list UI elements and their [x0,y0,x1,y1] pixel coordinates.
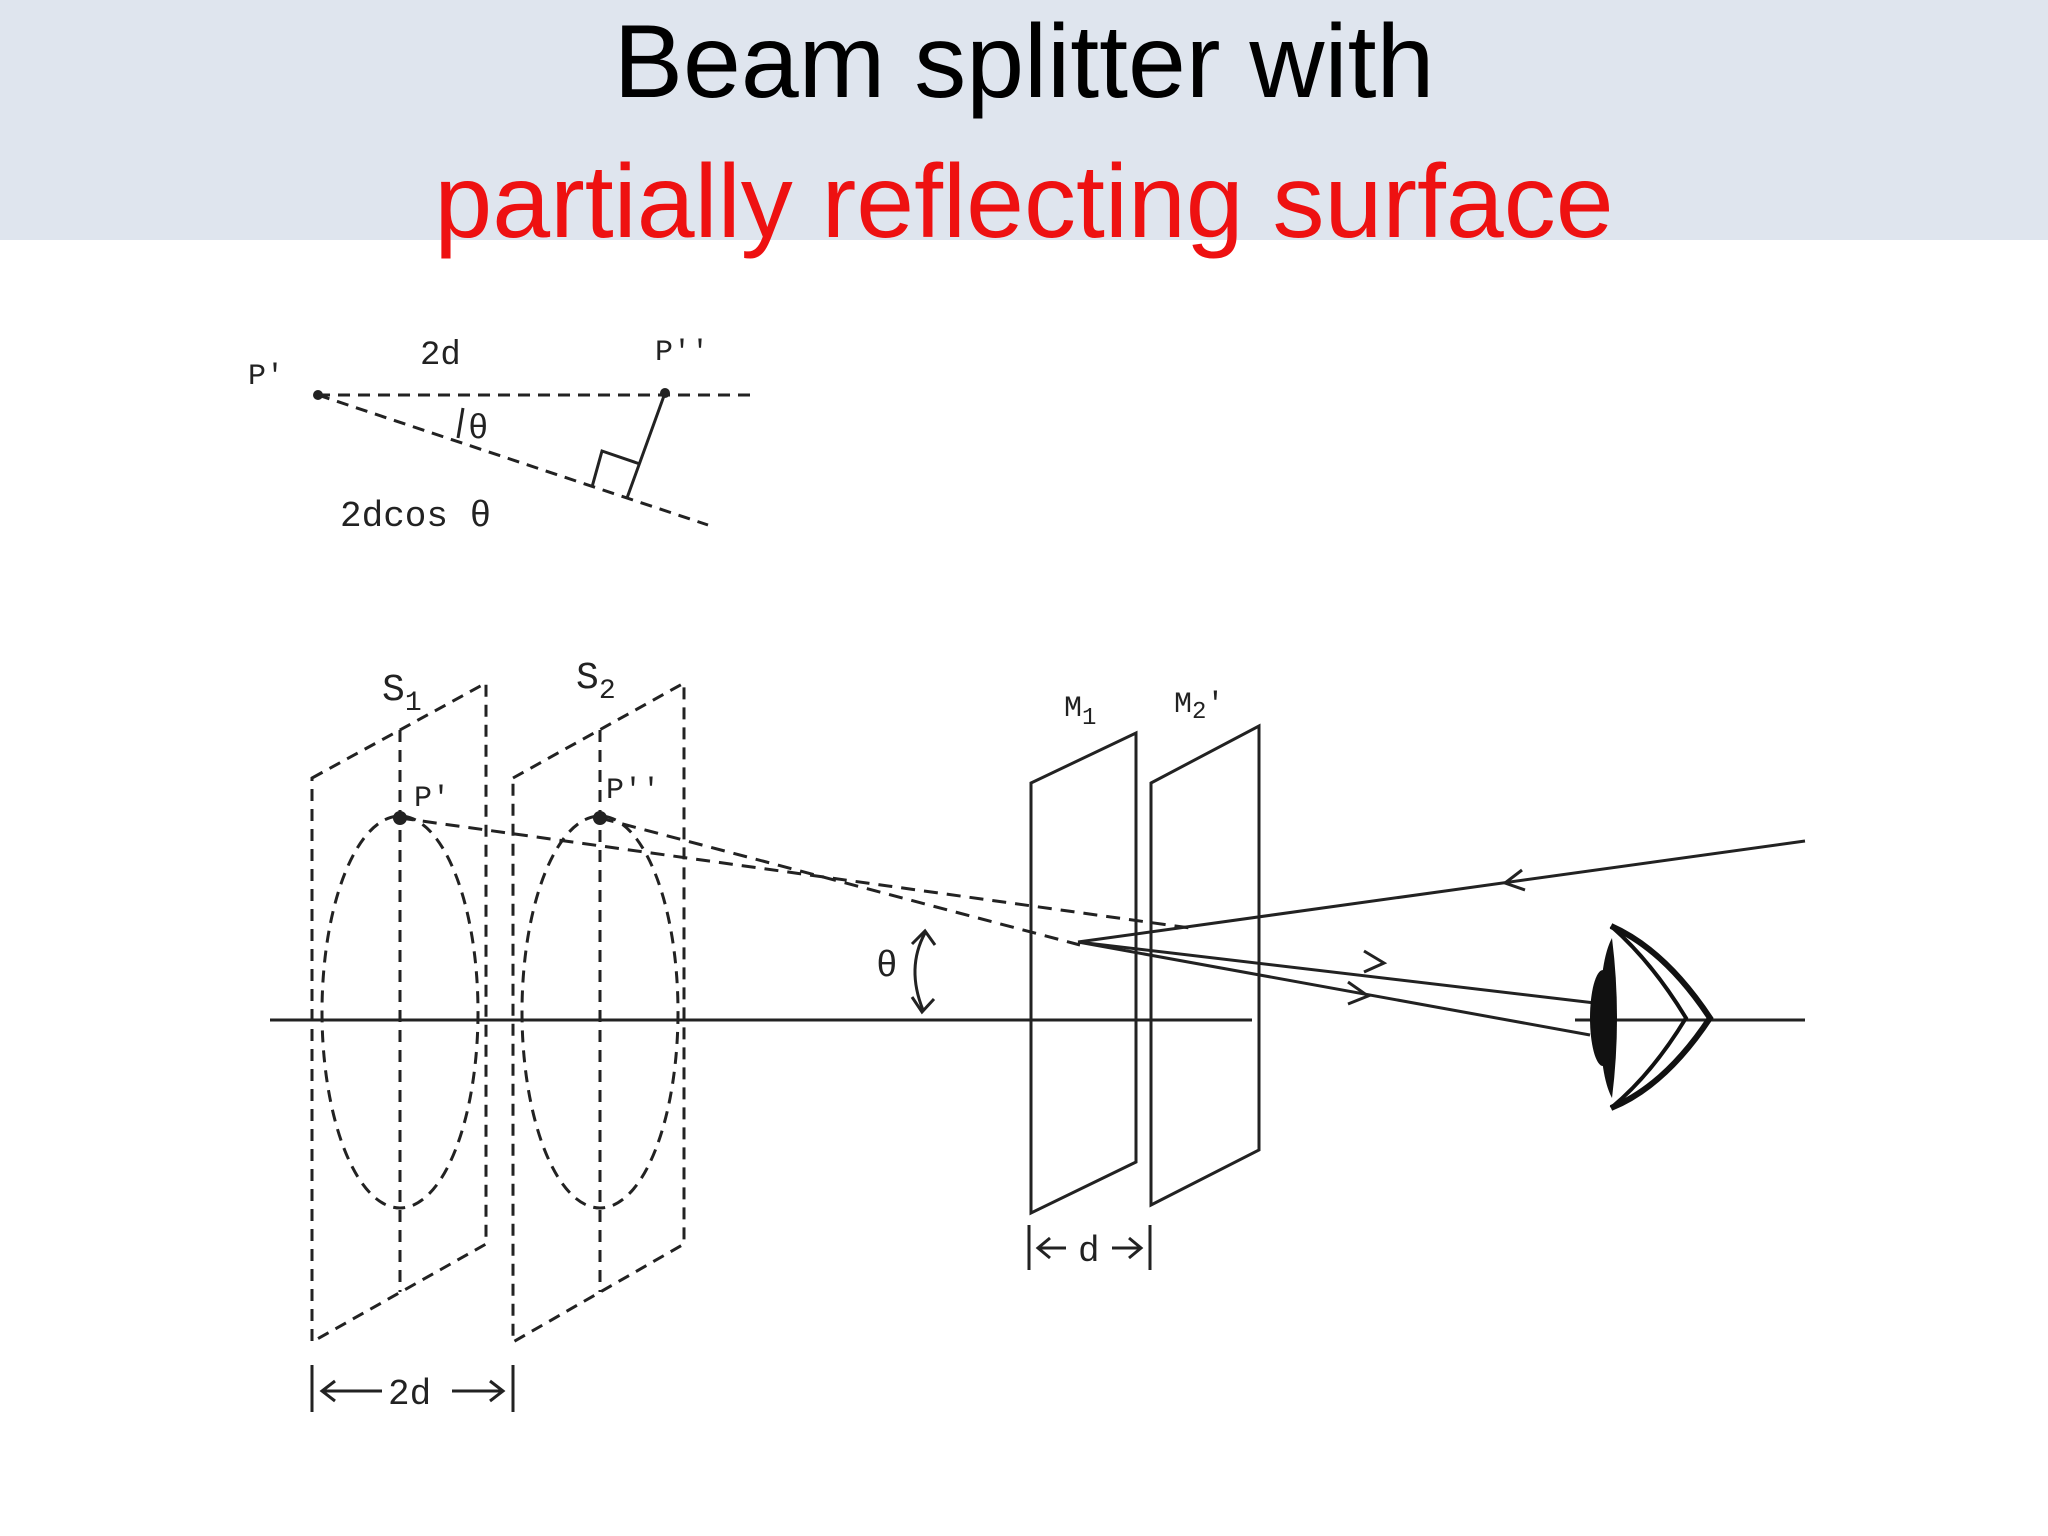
incoming-ray [1077,839,1806,944]
inset-theta-label: θ [468,411,488,449]
inset-slanted-dashed [317,393,709,527]
s2-plane [511,680,686,1345]
ray-arrowheads [1347,868,1526,1006]
d-label: d [1078,1231,1100,1272]
inset-perpendicular [625,392,667,499]
slide-title-line1: Beam splitter with [613,4,1435,120]
theta-indicator [910,928,937,1015]
mirror-m2-prime [1149,723,1261,1208]
s1-plane [310,680,488,1345]
inset-p-double-prime-dot [660,388,670,398]
inset-2d-label: 2d [420,337,461,375]
theta-label: θ [876,946,898,987]
inset-theta-arc [456,407,465,439]
title-band [0,0,2048,240]
m1-label: M1 [1064,692,1096,732]
solid-rays [1077,839,1806,1037]
inset-p-double-prime-label: P′′ [655,336,709,370]
inset-p-prime-label: P′ [248,360,284,394]
d-dimension [1027,1225,1152,1270]
reflected-ray-1 [1077,940,1596,1005]
two-d-dimension [310,1365,515,1412]
slide-title-line2: partially reflecting surface [434,144,1614,260]
virtual-rays [399,816,1191,947]
p-prime-label: P′ [414,782,450,816]
inset-geometry [317,392,758,527]
p-double-prime-label: P′′ [606,774,660,808]
inset-right-angle-mark [590,449,641,488]
s2-label: S2 [576,657,616,707]
two-d-label: 2d [388,1374,431,1415]
inset-p-prime-dot [313,390,323,400]
m2-label: M2′ [1174,688,1224,726]
reflected-ray-2 [1077,940,1591,1037]
mirror-m1 [1029,730,1138,1216]
inset-2dcos-label: 2dcos θ [340,496,491,537]
s1-label: S1 [382,669,422,719]
eye-icon [1590,923,1714,1111]
